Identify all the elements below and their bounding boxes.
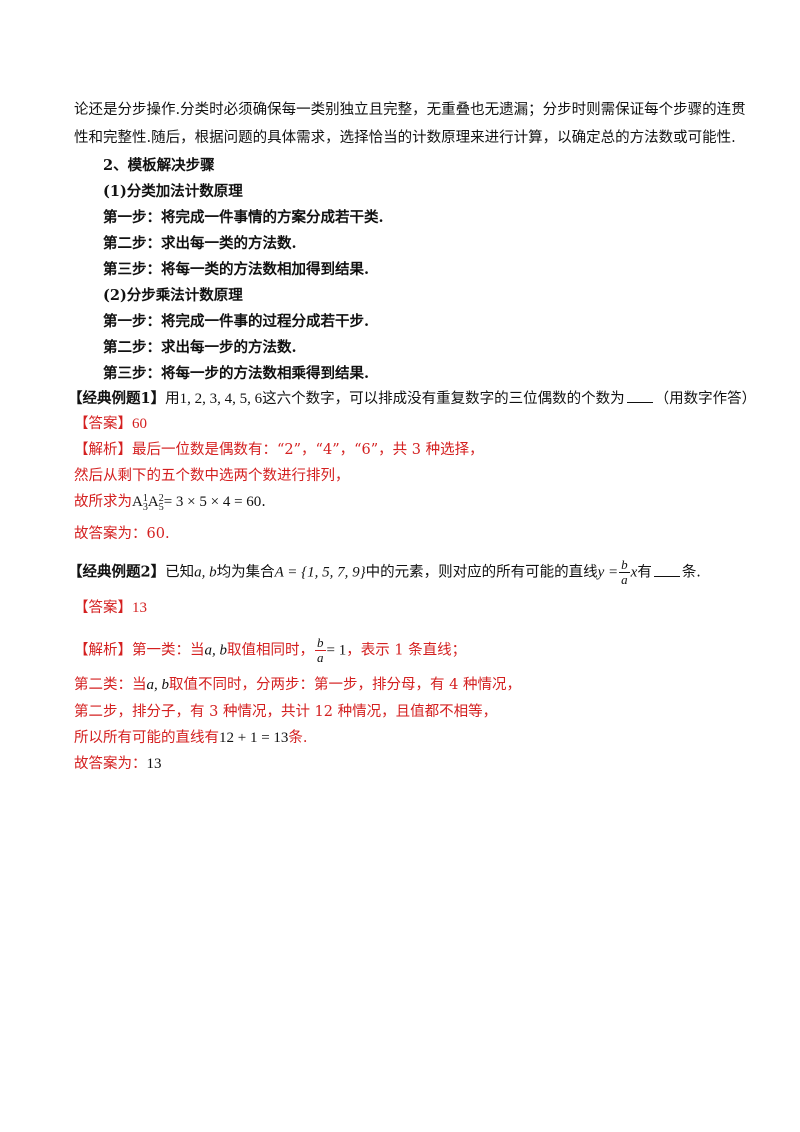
example-1-solution-1: 【解析】最后一位数是偶数有：“2”，“4”，“6”，共 3 种选择， — [74, 442, 484, 458]
example-1-answer: 【答案】60 — [74, 416, 147, 432]
example-2-solution-3: 第二步，排分子，有 3 种情况，共计 12 种情况，且值都不相等， — [74, 704, 498, 720]
example-1-solution-2: 然后从剩下的五个数中选两个数进行排列， — [74, 468, 350, 484]
template-heading: 2、模板解决步骤 — [103, 157, 215, 174]
add-step-2: 第二步：求出每一类的方法数. — [103, 235, 297, 252]
add-step-1: 第一步：将完成一件事情的方案分成若干类. — [103, 209, 384, 226]
intro-line-1: 论还是分步操作.分类时必须确保每一类别独立且完整，无重叠也无遗漏；分步时则需保证… — [74, 102, 746, 118]
mul-step-1: 第一步：将完成一件事的过程分成若干步. — [103, 313, 370, 330]
example-1-question: 【经典例题1】用1, 2, 3, 4, 5, 6这六个数字，可以排成没有重复数字… — [68, 388, 757, 407]
mul-step-3: 第三步：将每一步的方法数相乘得到结果. — [103, 365, 370, 382]
example-1-tag: 【经典例题1】 — [68, 390, 166, 407]
answer-blank — [626, 388, 653, 403]
mul-step-2: 第二步：求出每一步的方法数. — [103, 339, 297, 356]
digits: 1, 2, 3, 4, 5, 6 — [179, 391, 263, 407]
example-2-tag: 【经典例题2】 — [68, 563, 166, 581]
add-title: (1)分类加法计数原理 — [103, 183, 243, 200]
example-1-final: 故答案为：60. — [74, 526, 170, 542]
example-2-answer: 【答案】13 — [74, 600, 147, 616]
mul-title: (2)分步乘法计数原理 — [103, 287, 243, 304]
example-2-solution-4: 所以所有可能的直线有12 + 1 = 13条. — [74, 730, 308, 746]
add-step-3: 第三步：将每一类的方法数相加得到结果. — [103, 261, 370, 278]
set-a: A = {1, 5, 7, 9} — [274, 564, 366, 581]
example-2-solution-2: 第二类：当a, b取值不同时，分两步：第一步，排分母，有 4 种情况， — [74, 677, 521, 693]
intro-line-2: 性和完整性.随后，根据问题的具体需求，选择恰当的计数原理来进行计算，以确定总的方… — [74, 130, 736, 146]
example-2-final: 故答案为：13 — [74, 756, 162, 772]
example-2-question: 【经典例题2】已知a, b均为集合A = {1, 5, 7, 9}中的元素，则对… — [68, 557, 701, 587]
answer-blank — [653, 562, 680, 577]
